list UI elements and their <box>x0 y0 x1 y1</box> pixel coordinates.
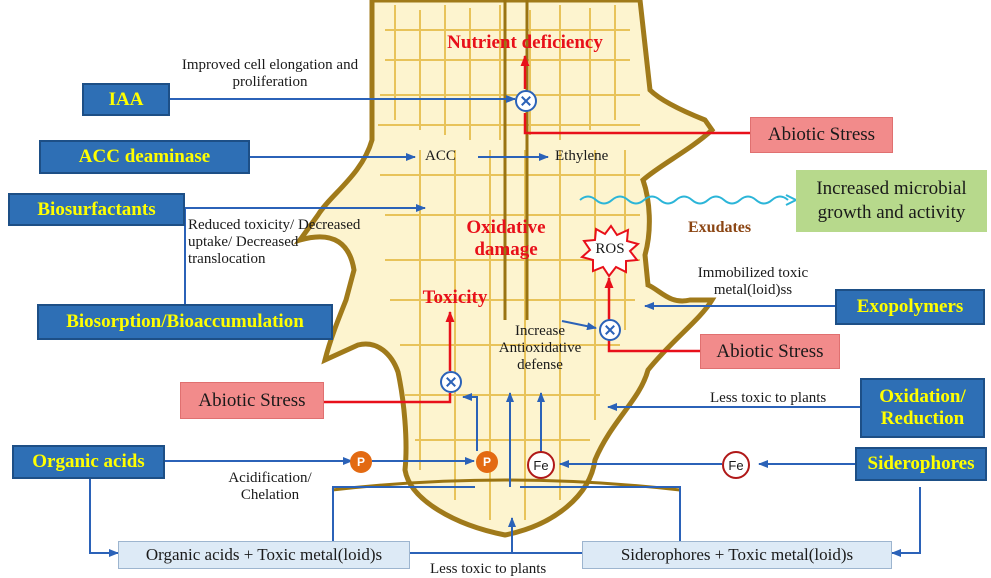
siderophores-box: Siderophores <box>855 447 987 481</box>
x-circle-icon <box>515 90 537 112</box>
abiotic-stress-box-mid: Abiotic Stress <box>700 334 840 369</box>
abiotic-stress-box-left: Abiotic Stress <box>180 382 324 419</box>
abiotic-stress-label: Abiotic Stress <box>198 390 305 412</box>
oxidation-reduction-box: Oxidation/ Reduction <box>860 378 985 438</box>
immobilized-label: Immobilized toxic metal(loid)ss <box>668 265 838 299</box>
abiotic-stress-label: Abiotic Stress <box>768 124 875 146</box>
ros-label: ROS <box>593 241 627 258</box>
antioxidative-label: Increase Antioxidative defense <box>485 323 595 374</box>
biosurfactants-label: Biosurfactants <box>37 199 155 221</box>
biosorption-box: Biosorption/Bioaccumulation <box>37 304 333 340</box>
less-toxic-bottom-label: Less toxic to plants <box>430 561 546 578</box>
toxicity-title: Toxicity <box>405 287 505 309</box>
cell-elongation-label: Improved cell elongation and proliferati… <box>170 57 370 91</box>
organic-acid-complex-box: Organic acids + Toxic metal(loid)s <box>118 541 410 569</box>
organic-acids-box: Organic acids <box>12 445 165 479</box>
phosphate-icon: P <box>350 451 372 473</box>
acc-label: ACC <box>425 148 456 165</box>
acc-deaminase-box: ACC deaminase <box>39 140 250 174</box>
arrow-organic-acids-complex <box>90 473 118 553</box>
siderophores-label: Siderophores <box>868 453 975 475</box>
siderophore-complex-label: Siderophores + Toxic metal(loid)s <box>621 545 853 565</box>
phosphate-icon: P <box>476 451 498 473</box>
exudates-label: Exudates <box>688 219 751 237</box>
ethylene-label: Ethylene <box>555 148 608 165</box>
oxidation-reduction-label: Oxidation/ Reduction <box>868 386 977 430</box>
biosurfactants-box: Biosurfactants <box>8 193 185 226</box>
less-toxic-right-label: Less toxic to plants <box>710 390 826 407</box>
x-circle-icon <box>599 319 621 341</box>
exopolymers-label: Exopolymers <box>857 296 964 318</box>
acc-deaminase-label: ACC deaminase <box>79 146 210 168</box>
x-circle-icon <box>440 371 462 393</box>
microbial-growth-label: Increased microbial growth and activity <box>804 177 979 225</box>
acidification-label: Acidification/ Chelation <box>215 470 325 504</box>
organic-acids-label: Organic acids <box>32 451 144 473</box>
organic-acid-complex-label: Organic acids + Toxic metal(loid)s <box>146 545 382 565</box>
iaa-label: IAA <box>109 89 144 111</box>
arrow-siderophores-complex <box>892 487 920 553</box>
siderophore-complex-box: Siderophores + Toxic metal(loid)s <box>582 541 892 569</box>
oxidative-damage-title: Oxidative damage <box>446 217 566 261</box>
iron-icon: Fe <box>527 451 555 479</box>
biosorption-label: Biosorption/Bioaccumulation <box>66 311 304 333</box>
nutrient-deficiency-title: Nutrient deficiency <box>400 32 650 54</box>
exopolymers-box: Exopolymers <box>835 289 985 325</box>
iron-icon: Fe <box>722 451 750 479</box>
abiotic-stress-box-top: Abiotic Stress <box>750 117 893 153</box>
reduced-toxicity-label: Reduced toxicity/ Decreased uptake/ Decr… <box>188 217 363 268</box>
abiotic-stress-label: Abiotic Stress <box>716 341 823 363</box>
microbial-growth-box: Increased microbial growth and activity <box>796 170 987 232</box>
iaa-box: IAA <box>82 83 170 116</box>
